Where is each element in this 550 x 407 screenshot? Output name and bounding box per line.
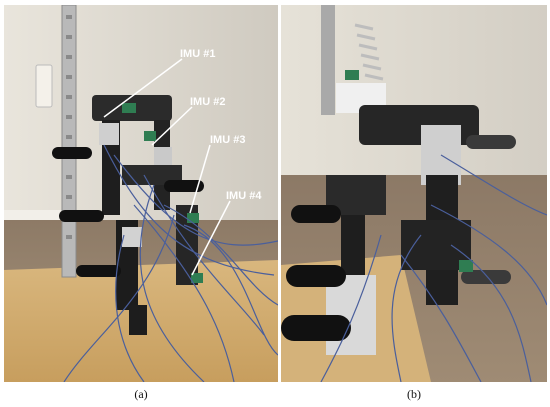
imu-2-pointer [151,106,193,146]
imu-4-label: IMU #4 [226,190,262,202]
wall [281,5,547,195]
imu-4-pointer [191,200,231,276]
imu-annotations: IMU #1 IMU #2 IMU #3 IMU #4 [103,48,262,276]
wall-outlet [35,64,53,108]
robot-photo-b [281,5,547,382]
photo-panel-a: IMU #1 IMU #2 IMU #3 IMU #4 [4,5,278,382]
caption-b: (b) [407,387,421,401]
robot-arm-a [52,95,204,335]
aluminium-post [61,5,77,278]
imu-3-label: IMU #3 [210,134,245,146]
spring [354,23,384,81]
caption-a: (a) [134,387,148,401]
photo-panel-b [281,5,547,382]
cables [63,144,278,382]
imu-1-pointer [103,58,183,118]
robot-photo-a: IMU #1 IMU #2 IMU #3 IMU #4 [4,5,278,382]
imu-3-pointer [189,144,211,214]
robot-arm-b [281,70,516,355]
imu-2-label: IMU #2 [190,96,225,108]
imu-1-label: IMU #1 [180,48,215,60]
cables [320,154,547,382]
